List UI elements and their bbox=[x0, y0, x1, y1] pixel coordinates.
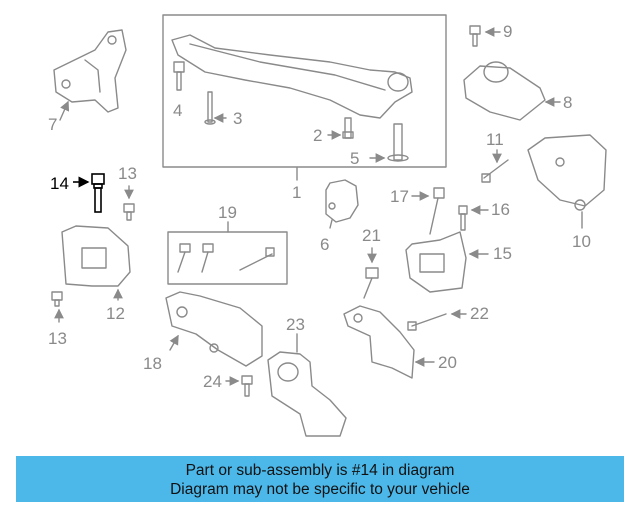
callout-11: 11 bbox=[486, 130, 504, 149]
callout-14: 14 bbox=[50, 174, 69, 193]
part-16-bolt bbox=[458, 205, 489, 231]
part-8-mount bbox=[463, 61, 561, 121]
info-banner: Part or sub-assembly is #14 in diagram D… bbox=[16, 456, 624, 502]
banner-line-part: Part or sub-assembly is #14 in diagram bbox=[185, 462, 455, 479]
part-5-bolt bbox=[369, 123, 409, 163]
exploded-parts-diagram bbox=[51, 14, 607, 437]
callout-8: 8 bbox=[563, 93, 573, 112]
callout-13-lower: 13 bbox=[48, 329, 67, 348]
part-13-bolt-lower bbox=[51, 291, 64, 323]
part-6-mount bbox=[325, 179, 359, 229]
callout-5: 5 bbox=[350, 149, 360, 168]
part-14-bolt bbox=[73, 173, 105, 213]
callout-3: 3 bbox=[233, 109, 243, 128]
callout-22: 22 bbox=[470, 304, 489, 323]
callout-12: 12 bbox=[106, 304, 125, 323]
part-13-bolt-upper bbox=[123, 185, 135, 221]
part-22-bolt bbox=[407, 309, 467, 331]
part-15-mount bbox=[405, 231, 489, 293]
part-10-bracket bbox=[527, 134, 607, 229]
callout-2: 2 bbox=[313, 126, 323, 145]
banner-line-disclaimer: Diagram may not be specific to your vehi… bbox=[170, 481, 470, 498]
callout-1: 1 bbox=[292, 183, 302, 202]
callout-10: 10 bbox=[572, 232, 591, 251]
callout-17: 17 bbox=[390, 187, 409, 206]
callout-4: 4 bbox=[173, 101, 183, 120]
callout-15: 15 bbox=[493, 244, 512, 263]
callout-21: 21 bbox=[362, 226, 381, 245]
callout-7: 7 bbox=[48, 115, 58, 134]
callout-23: 23 bbox=[286, 315, 305, 334]
part-21-bolt bbox=[363, 247, 379, 299]
part-23-mount bbox=[267, 333, 347, 437]
part-4-bolt bbox=[173, 61, 185, 91]
part-18-bracket bbox=[165, 291, 263, 367]
part-24-bolt bbox=[225, 375, 253, 397]
callout-24: 24 bbox=[203, 372, 222, 391]
part-20-bracket bbox=[343, 305, 435, 379]
part-11-bolt bbox=[481, 149, 509, 183]
part-17-bolt bbox=[411, 187, 445, 235]
part-12-mount bbox=[61, 225, 131, 301]
callout-19: 19 bbox=[218, 203, 237, 222]
callout-16: 16 bbox=[491, 200, 510, 219]
callout-6: 6 bbox=[320, 235, 330, 254]
callout-13-upper: 13 bbox=[118, 164, 137, 183]
part-19-bolt-set bbox=[167, 221, 288, 285]
part-2-bolt bbox=[327, 117, 354, 140]
callout-20: 20 bbox=[438, 353, 457, 372]
callout-9: 9 bbox=[503, 22, 513, 41]
part-3-bolt bbox=[204, 91, 227, 125]
callout-18: 18 bbox=[143, 354, 162, 373]
part-1-crossmember bbox=[162, 14, 447, 181]
part-7-bracket bbox=[53, 29, 127, 121]
part-9-bolt bbox=[469, 25, 501, 47]
